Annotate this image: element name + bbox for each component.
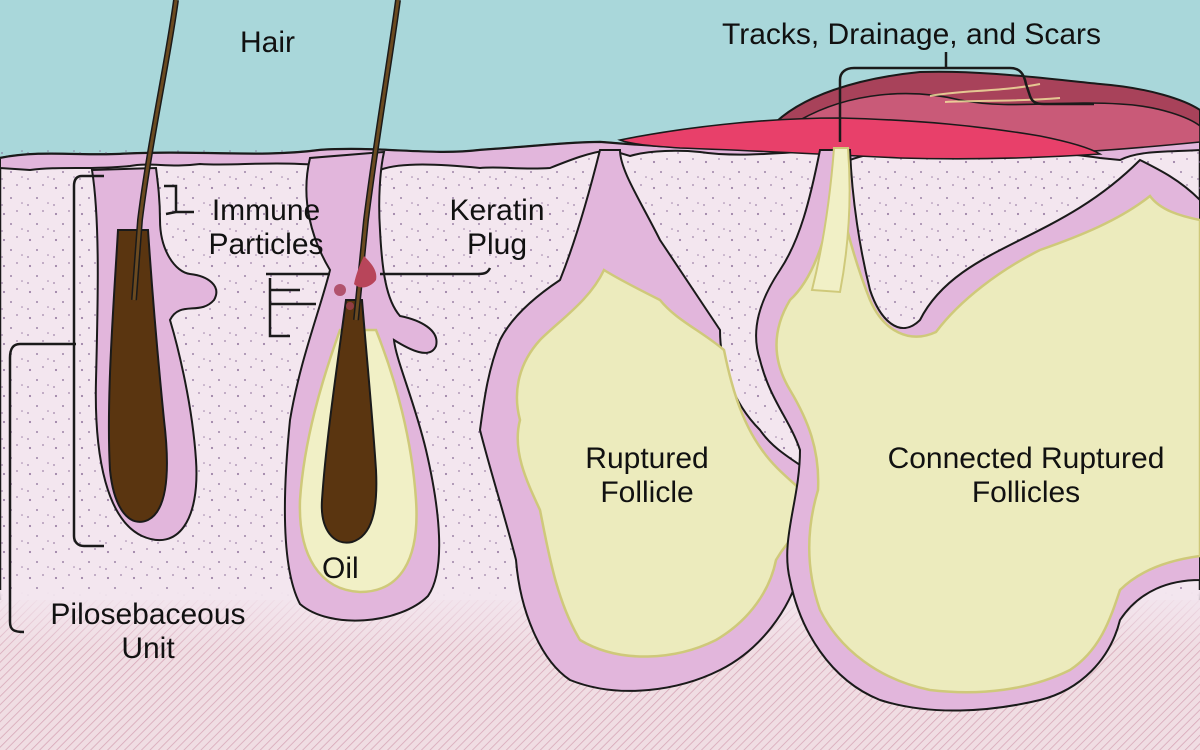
immune-particle-1	[334, 284, 346, 296]
keratin-plug	[354, 256, 377, 288]
follicle-1-hair-root	[107, 229, 168, 523]
immune-particle-2	[346, 302, 354, 310]
pilosebaceous-inner-bracket	[72, 174, 104, 548]
follicle-2-hair-root	[320, 299, 378, 544]
label-immune-line1: Immune	[211, 194, 321, 227]
label-pilo-line2: Unit	[121, 632, 175, 665]
label-hair: Hair	[240, 26, 296, 59]
hair-shaft-1-core	[132, 0, 178, 301]
label-immune-particles: Immune Particles	[194, 194, 338, 262]
label-keratin-plug: Keratin Plug	[432, 194, 562, 262]
label-oil: Oil	[322, 552, 359, 585]
label-pilosebaceous-unit: Pilosebaceous Unit	[24, 598, 272, 666]
label-connected-line2: Follicles	[971, 476, 1081, 509]
hair-shaft-2-core	[354, 0, 400, 321]
label-immune-line2: Particles	[208, 228, 324, 261]
ruptured-follicle-pus	[515, 268, 829, 658]
connected-follicles-pus	[775, 194, 1200, 694]
keratin-leader-line	[380, 267, 492, 276]
scar-layer-bright	[617, 117, 1103, 160]
immune-small-bracket	[164, 184, 194, 216]
drainage-tract	[810, 147, 851, 294]
label-connected-line1: Connected Ruptured	[887, 442, 1165, 475]
label-ruptured-line1: Ruptured	[585, 442, 709, 475]
pilosebaceous-outer-bracket	[8, 342, 76, 634]
immune-leader-bracket	[266, 272, 330, 338]
label-tracks: Tracks, Drainage, and Scars	[722, 18, 1102, 51]
label-ruptured-line2: Follicle	[600, 476, 694, 509]
label-keratin-line1: Keratin	[449, 194, 545, 227]
tracks-bracket	[838, 52, 1094, 142]
label-ruptured-follicle: Ruptured Follicle	[566, 442, 728, 510]
label-pilo-line1: Pilosebaceous	[50, 598, 246, 631]
label-keratin-line2: Plug	[466, 228, 528, 261]
label-connected-ruptured-follicles: Connected Ruptured Follicles	[856, 442, 1196, 510]
